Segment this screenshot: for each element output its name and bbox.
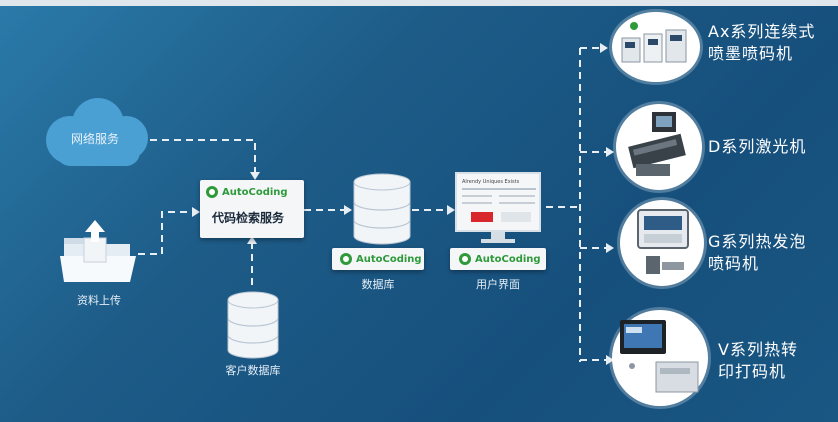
arrow-into-ax bbox=[600, 43, 608, 53]
database-brand-box: AutoCoding bbox=[332, 248, 424, 270]
autocoding-logo-text: AutoCoding bbox=[475, 253, 541, 265]
upload-to-service-connector bbox=[138, 211, 192, 255]
autocoding-logo-icon bbox=[340, 253, 352, 265]
inkjet-printer-icon bbox=[621, 22, 687, 63]
screen-line bbox=[499, 195, 535, 197]
ui-brand-box: AutoCoding bbox=[450, 248, 546, 270]
ui-label: 用户界面 bbox=[476, 278, 520, 291]
g-machine-label-1: G系列热发泡 bbox=[708, 232, 807, 251]
top-band bbox=[0, 0, 838, 6]
d-machine-label-1: D系列激光机 bbox=[708, 137, 807, 156]
arrow-into-v bbox=[606, 355, 614, 365]
upload-label: 资料上传 bbox=[77, 294, 121, 307]
service-title: 代码检索服务 bbox=[212, 211, 285, 225]
v-machine-circle bbox=[612, 310, 708, 406]
autocoding-logo: AutoCoding bbox=[206, 186, 288, 198]
laser-machine-icon bbox=[628, 112, 686, 176]
arrow-db-to-service bbox=[247, 236, 257, 244]
ui-autocoding-logo: AutoCoding bbox=[459, 253, 541, 265]
screen-red-button bbox=[471, 212, 493, 222]
monitor-base bbox=[481, 239, 515, 243]
arrow-upload-service bbox=[192, 207, 200, 217]
screen-line bbox=[499, 202, 535, 204]
ax-machine-label-2: 喷墨喷码机 bbox=[708, 44, 794, 63]
screen-line bbox=[462, 195, 492, 197]
customer-database-icon bbox=[227, 291, 279, 359]
v-machine-label-2: 印打码机 bbox=[718, 362, 787, 381]
g-machine-circle bbox=[620, 200, 704, 286]
v-machine-label-1: V系列热转 bbox=[718, 340, 798, 359]
screen-line bbox=[462, 188, 536, 190]
database-label: 数据库 bbox=[361, 278, 395, 291]
ax-machine-circle bbox=[612, 12, 700, 82]
autocoding-logo-icon bbox=[459, 253, 471, 265]
monitor-screen-header: Alrendy Uniques Exists bbox=[462, 179, 520, 185]
autocoding-logo-icon bbox=[206, 186, 218, 198]
monitor-screen: Alrendy Uniques Exists bbox=[455, 172, 541, 232]
arrow-into-d bbox=[606, 147, 614, 157]
monitor-neck bbox=[491, 232, 505, 239]
autocoding-logo-text: AutoCoding bbox=[222, 186, 288, 198]
arrow-into-g bbox=[606, 243, 614, 253]
cloud-label: 网络服务 bbox=[70, 132, 119, 146]
folder-upload-icon bbox=[60, 220, 136, 282]
monitor-icon: Alrendy Uniques Exists bbox=[455, 172, 541, 244]
screen-grey-button bbox=[501, 212, 531, 222]
code-retrieval-service-box: AutoCoding 代码检索服务 bbox=[200, 180, 304, 238]
autocoding-logo-text: AutoCoding bbox=[356, 253, 422, 265]
database-icon bbox=[353, 173, 411, 245]
customer-database-label: 客户数据库 bbox=[225, 364, 281, 377]
arrow-into-database bbox=[344, 205, 352, 215]
cloud-to-service-connector bbox=[150, 139, 256, 172]
arrow-into-service bbox=[250, 172, 260, 180]
thermal-transfer-icon bbox=[620, 320, 699, 393]
ax-machine-label-1: Ax系列连续式 bbox=[708, 22, 816, 41]
g-machine-label-2: 喷码机 bbox=[708, 254, 760, 273]
cloud-icon bbox=[46, 98, 148, 166]
database-autocoding-logo: AutoCoding bbox=[340, 253, 422, 265]
screen-line bbox=[462, 202, 492, 204]
d-machine-circle bbox=[616, 104, 702, 190]
thermal-inkjet-icon bbox=[637, 209, 689, 274]
arrow-into-ui bbox=[447, 205, 455, 215]
